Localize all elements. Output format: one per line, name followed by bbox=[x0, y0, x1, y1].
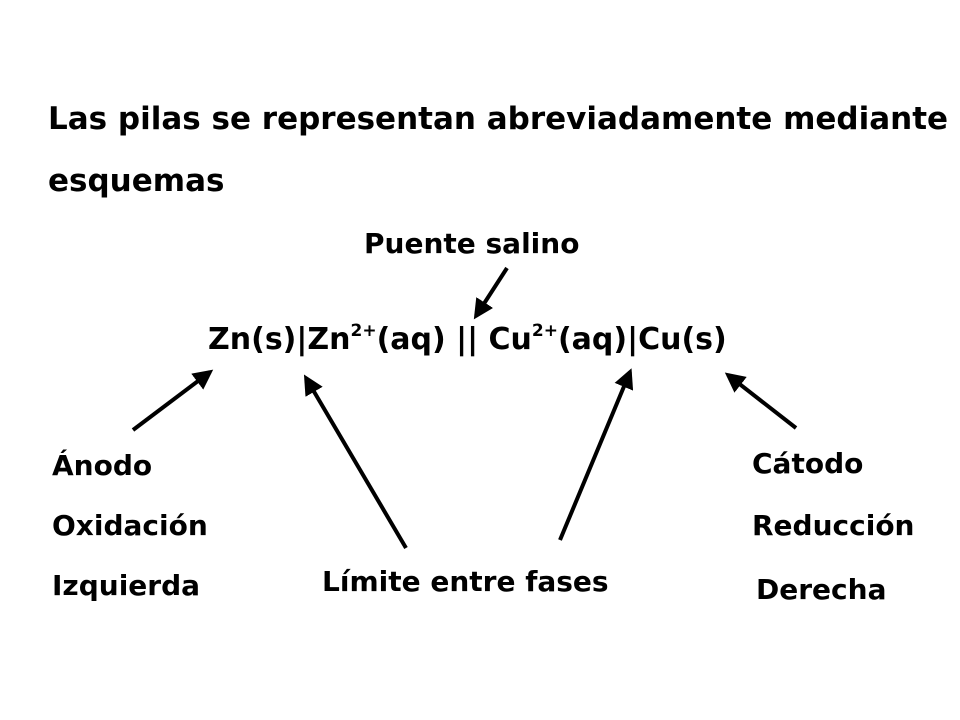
intro-line-2: esquemas bbox=[48, 163, 225, 199]
anode-title: Ánodo bbox=[52, 449, 153, 482]
cell-notation: Zn(s)|Zn2+(aq) || Cu2+(aq)|Cu(s) bbox=[208, 322, 727, 357]
salt-bridge-label: Puente salino bbox=[364, 227, 580, 260]
anode-metal: Zn(s) bbox=[208, 322, 297, 357]
cathode-ion-charge: 2+ bbox=[531, 321, 558, 341]
cathode-title: Cátodo bbox=[752, 447, 864, 480]
salt-bridge-symbol: || bbox=[445, 322, 489, 357]
anode-ion: Zn bbox=[307, 322, 351, 357]
phase-boundary-arrow-right bbox=[558, 368, 634, 541]
phase-boundary-arrow-left bbox=[303, 374, 408, 550]
cathode-metal: Cu(s) bbox=[638, 322, 727, 357]
anode-process: Oxidación bbox=[52, 509, 208, 542]
cathode-process: Reducción bbox=[752, 509, 915, 542]
anode-ion-charge: 2+ bbox=[350, 321, 377, 341]
cathode-arrow bbox=[724, 372, 798, 430]
salt-bridge-arrow bbox=[473, 266, 509, 320]
anode-ion-state: (aq) bbox=[376, 322, 446, 357]
anode-side: Izquierda bbox=[52, 569, 201, 602]
cathode-ion: Cu bbox=[488, 322, 532, 357]
phase-separator-right: | bbox=[627, 322, 639, 357]
anode-arrow bbox=[131, 369, 214, 432]
phase-separator-left: | bbox=[296, 322, 308, 357]
cathode-ion-state: (aq) bbox=[557, 322, 628, 357]
intro-line-1: Las pilas se representan abreviadamente … bbox=[48, 101, 949, 137]
phase-boundary-label: Límite entre fases bbox=[322, 565, 609, 598]
cathode-side: Derecha bbox=[756, 573, 887, 606]
